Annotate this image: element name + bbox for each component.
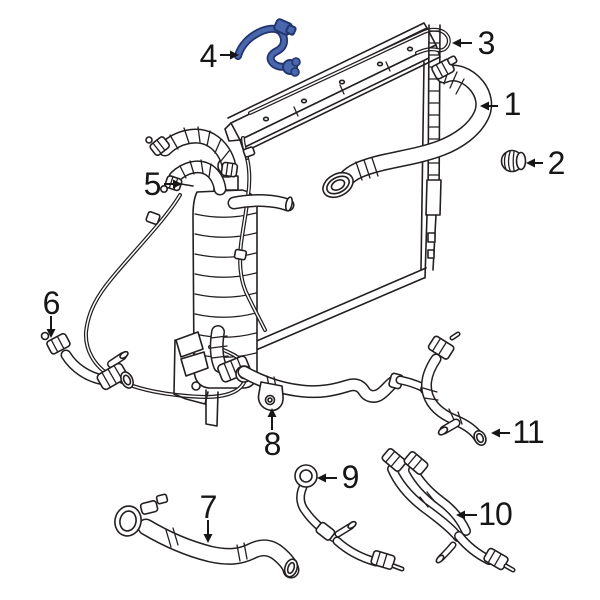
part-6-fitting-hose — [40, 331, 134, 391]
lower-hose — [209, 325, 429, 403]
callout-9[interactable]: 9 — [341, 459, 360, 495]
part-11-hose — [420, 331, 487, 446]
callout-arrow-2 — [526, 158, 543, 168]
callout-arrow-3 — [452, 38, 472, 48]
callout-8[interactable]: 8 — [263, 426, 282, 462]
overflow-hose — [83, 136, 267, 399]
part-1-upper-hose — [322, 55, 493, 199]
callout-6[interactable]: 6 — [42, 285, 61, 321]
callout-arrow-11 — [491, 428, 510, 438]
callout-arrow-6 — [46, 316, 56, 338]
filler-neck-hoses — [145, 126, 239, 196]
callout-arrow-7 — [203, 520, 213, 543]
engine-stub-hose — [227, 194, 295, 212]
part-7-lower-hose — [114, 493, 300, 579]
callout-arrow-10 — [456, 510, 477, 520]
callout-arrow-4 — [220, 50, 239, 60]
callout-3[interactable]: 3 — [477, 25, 496, 61]
callout-10[interactable]: 10 — [478, 496, 513, 532]
callout-arrow-5 — [164, 179, 182, 189]
callout-4[interactable]: 4 — [199, 38, 218, 74]
part-8-bracket — [257, 381, 284, 412]
callout-7[interactable]: 7 — [199, 489, 218, 525]
part-9-hose — [294, 464, 405, 572]
callout-5[interactable]: 5 — [143, 166, 162, 202]
callout-arrow-8 — [267, 408, 277, 430]
callout-arrow-9 — [317, 473, 337, 483]
callout-2[interactable]: 2 — [547, 145, 566, 181]
callout-1[interactable]: 1 — [503, 86, 522, 122]
part-2-plug — [500, 149, 527, 173]
part-10-y-hose — [381, 447, 516, 573]
callout-11[interactable]: 11 — [512, 414, 544, 450]
callout-arrow-1 — [480, 101, 498, 111]
water-pump-outlet — [173, 331, 219, 427]
part-4-hose-highlighted — [234, 18, 301, 77]
part-3-rod — [248, 27, 451, 115]
